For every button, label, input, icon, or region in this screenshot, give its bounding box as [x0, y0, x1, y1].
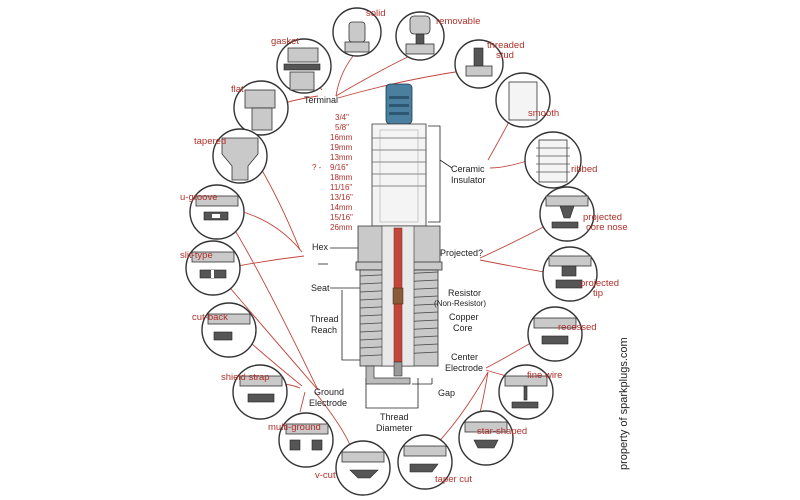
- hex-size: 16mm: [330, 133, 353, 142]
- detail-threaded-stud: [454, 39, 504, 89]
- spark-plug: [355, 83, 443, 385]
- detail-multi-ground: [278, 412, 334, 468]
- label-projected-tip-2: tip: [593, 288, 603, 299]
- detail-tapered: [212, 128, 268, 184]
- label-copper: Copper: [449, 312, 479, 322]
- detail-shield-strap: [232, 364, 288, 420]
- label-u-groove: u-groove: [180, 192, 218, 203]
- type-labels: solid removable threaded stud gasket fla…: [180, 8, 628, 485]
- label-fine-wire: fine wire: [527, 370, 562, 381]
- ground-electrode: [365, 365, 411, 385]
- label-projected-core-nose-1: projected: [583, 212, 622, 223]
- label-terminal: Terminal: [304, 95, 338, 105]
- hex-size: 15/16": [330, 213, 353, 222]
- label-shield-strap: shield strap: [221, 372, 270, 383]
- label-tapered: tapered: [194, 136, 226, 147]
- label-ground: Ground: [314, 387, 344, 397]
- detail-u-groove: [189, 184, 245, 240]
- detail-recessed: [527, 306, 583, 362]
- label-diameter: Diameter: [376, 423, 413, 433]
- label-stud-line: stud: [496, 50, 514, 61]
- hex-size: 11/16": [330, 183, 352, 192]
- label-projected-tip-1: projected: [580, 278, 619, 289]
- hex-size: 18mm: [330, 173, 353, 182]
- detail-smooth: [495, 72, 551, 128]
- label-gasket: gasket: [271, 36, 299, 47]
- label-projected-core-nose-2: core nose: [586, 222, 628, 233]
- center-electrode: [393, 361, 403, 377]
- label-resistor: Resistor: [448, 288, 481, 298]
- label-removable: removable: [436, 16, 480, 27]
- copyright-text: property of sparkplugs.com: [618, 337, 630, 470]
- label-non-resistor: (Non-Resistor): [434, 299, 486, 308]
- hex-size: 3/4": [335, 113, 349, 122]
- detail-star-shaped: [458, 410, 514, 466]
- label-ground-electrode: Electrode: [309, 398, 347, 408]
- resistor: [392, 287, 404, 305]
- detail-cut-back: [201, 302, 257, 358]
- label-v-cut: v-cut: [315, 470, 336, 481]
- detail-taper-cut: [397, 434, 453, 490]
- label-smooth: smooth: [528, 108, 559, 119]
- label-ceramic: Ceramic: [451, 164, 485, 174]
- hex-size: 19mm: [330, 143, 353, 152]
- detail-ribbed: [524, 131, 582, 189]
- label-ribbed: ribbed: [571, 164, 597, 175]
- detail-removable: [395, 11, 445, 61]
- detail-projected-tip: [542, 246, 598, 302]
- label-insulator: Insulator: [451, 175, 486, 185]
- detail-v-cut: [335, 440, 391, 496]
- hex-size-prefix: ? -: [312, 163, 322, 172]
- label-flat: flat: [231, 84, 244, 95]
- label-taper-cut: taper cut: [435, 474, 472, 485]
- part-labels: Terminal Ceramic Insulator Hex Projected…: [304, 95, 486, 433]
- label-center: Center: [451, 352, 478, 362]
- label-thread: Thread: [310, 314, 339, 324]
- label-recessed: recessed: [558, 322, 597, 333]
- label-threaded-stud-line: threaded: [487, 40, 525, 51]
- hex-size: 26mm: [330, 223, 353, 232]
- detail-flat: [233, 80, 289, 136]
- hex-size: 13mm: [330, 153, 353, 162]
- label-seat: Seat: [311, 283, 330, 293]
- detail-fine-wire: [498, 364, 554, 420]
- label-electrode: Electrode: [445, 363, 483, 373]
- label-cut-back: cut-back: [192, 312, 228, 323]
- label-thread-d: Thread: [380, 412, 409, 422]
- detail-slit-type: [185, 240, 241, 296]
- label-threaded-stud: threaded: [487, 40, 525, 51]
- label-gap: Gap: [438, 388, 455, 398]
- detail-projected-core-nose: [539, 186, 595, 242]
- label-core: Core: [453, 323, 473, 333]
- hex-size-list: 3/4" 5/8" 16mm 19mm 13mm ? - 9/16" 18mm …: [312, 113, 353, 232]
- detail-solid: [332, 7, 382, 57]
- hex-size: 5/8": [335, 123, 349, 132]
- detail-gasket: [276, 38, 332, 94]
- label-reach: Reach: [311, 325, 337, 335]
- hex-size: 13/16": [330, 193, 353, 202]
- label-slit-type: slit-type: [180, 250, 213, 261]
- label-star-shaped: star-shaped: [477, 426, 527, 437]
- label-projected: Projected?: [440, 248, 483, 258]
- label-multi-ground: multi-ground: [268, 422, 321, 433]
- label-hex: Hex: [312, 242, 329, 252]
- hex-size: 14mm: [330, 203, 353, 212]
- label-solid: solid: [366, 8, 386, 19]
- hex-size: 9/16": [330, 163, 349, 172]
